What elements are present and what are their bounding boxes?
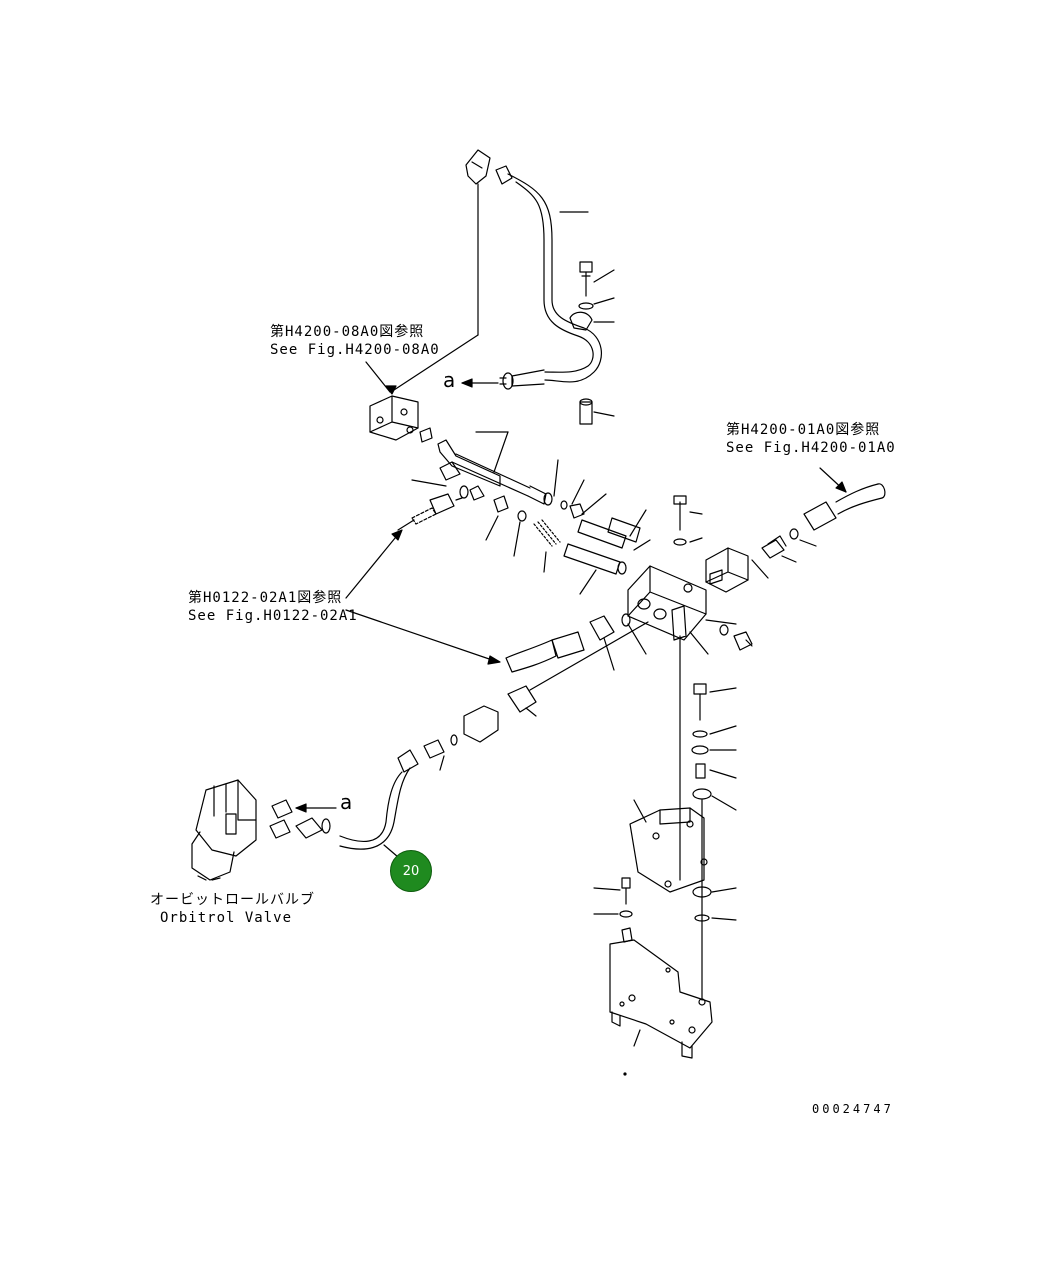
- arrow-to-a-upper: [462, 379, 498, 387]
- bracket-hardware: [692, 684, 736, 1000]
- ref-h0122-02a1-en[interactable]: See Fig.H0122-02A1: [188, 608, 358, 624]
- connector-mark-lower: a: [340, 790, 353, 814]
- valve-block-upper: [366, 335, 478, 440]
- fitting-chain-mid: [420, 428, 606, 518]
- manifold-right-parts: [674, 496, 816, 654]
- hose-assembly-lower: [340, 622, 648, 857]
- connector-mark-upper: a: [443, 368, 456, 392]
- ref-h4200-08a0-jp: 第H4200-08A0図参照: [270, 324, 425, 340]
- upper-washer: [579, 303, 593, 309]
- ref-h4200-01a0-en[interactable]: See Fig.H4200-01A0: [726, 440, 896, 456]
- orbitrol-fittings: [270, 800, 336, 838]
- orbitrol-label-jp: オービットロールバルブ: [150, 892, 315, 908]
- upper-hose: [496, 166, 601, 389]
- upper-spacer: [580, 399, 592, 424]
- ref-h0122-02a1-jp: 第H0122-02A1図参照: [188, 590, 343, 606]
- ref-h4200-01a0-jp: 第H4200-01A0図参照: [726, 422, 881, 438]
- part-number-badge[interactable]: 20: [390, 850, 432, 892]
- orbitrol-valve-body: [192, 780, 256, 880]
- leader-lines-upper: [560, 212, 614, 416]
- drawing-number: 00024747: [812, 1102, 894, 1116]
- upper-bolt: [580, 262, 592, 296]
- part-number: 20: [402, 863, 420, 879]
- orbitrol-label-en: Orbitrol Valve: [160, 910, 293, 926]
- upper-elbow-fitting: [466, 150, 490, 335]
- upper-bracket-plate: [630, 800, 707, 892]
- reference-leaders-h0122: [346, 530, 500, 664]
- right-hose: [804, 468, 885, 530]
- fitting-chain-left: [398, 462, 560, 572]
- central-manifold: [628, 566, 706, 880]
- lower-bracket-plate: [594, 878, 712, 1075]
- lower-left-hose: [506, 614, 646, 672]
- ref-h4200-08a0-en[interactable]: See Fig.H4200-08A0: [270, 342, 440, 358]
- pins: [564, 510, 650, 594]
- upper-clamp: [570, 312, 592, 330]
